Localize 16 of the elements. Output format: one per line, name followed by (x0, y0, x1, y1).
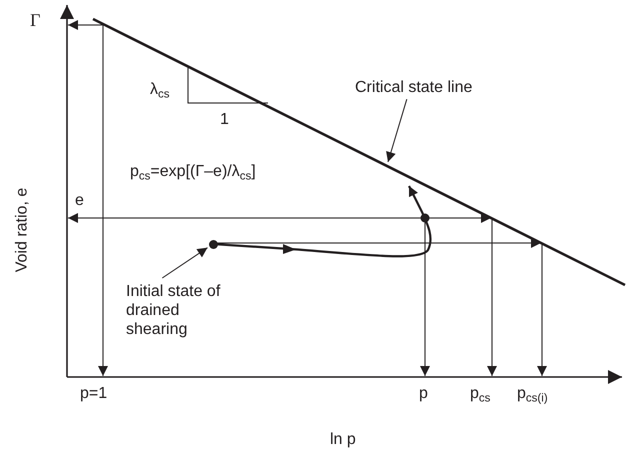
axis-value: p$_{cs(i)}$ (517, 384, 548, 406)
axis-title: ln p (330, 430, 356, 450)
axis-value: e (75, 191, 84, 210)
axis-value: p$_{cs}$ (470, 384, 490, 406)
axis-value: p (419, 384, 428, 404)
leader-line (162, 247, 208, 278)
initial-state-point (208, 240, 218, 248)
leader-line (386, 98, 408, 162)
slope-label: λ$_{cs}$ (150, 80, 170, 102)
equation: p$_{cs}$=exp[(Γ–e)/λ$_{cs}$] (130, 162, 256, 184)
axis-title: Void ratio, e (12, 188, 32, 272)
annotation: Initial state of drained shearing (126, 282, 224, 340)
gamma-symbol: Γ (30, 10, 40, 32)
slope-label: 1 (220, 110, 229, 130)
axis-value: p=1 (80, 384, 108, 404)
annotation: Critical state line (355, 78, 495, 98)
